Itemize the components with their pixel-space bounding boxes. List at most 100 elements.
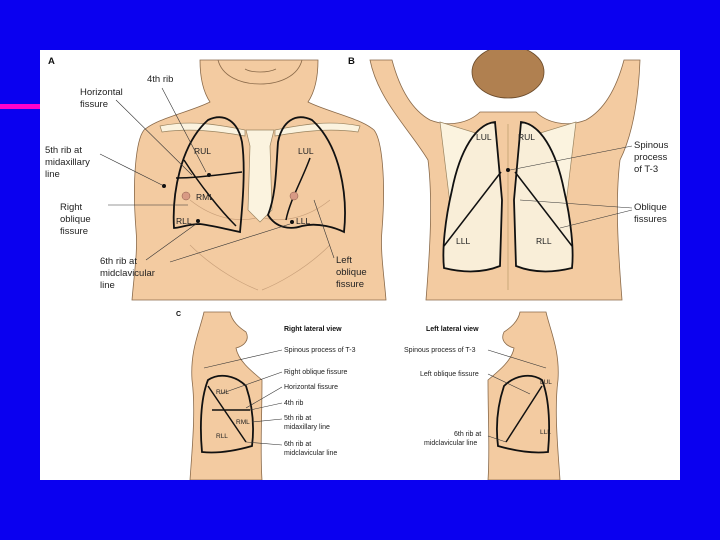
label-oblique-1: Oblique [634,202,667,213]
left-view-title: Left lateral view [426,326,479,333]
leader-rib6-l [169,223,291,263]
leader-c-rib5 [251,418,283,423]
left-lung-posterior [442,121,503,273]
label-spinous-1: Spinous [634,140,669,151]
right-lung-posterior [513,121,574,273]
label-rib5-1: 5th rib at [45,145,82,156]
label-left-oblique-3: fissure [336,279,364,290]
label-c-spinous: Spinous process of T-3 [284,347,356,354]
label-oblique-2: fissures [634,214,667,225]
lobe-rml-c: RML [236,419,250,426]
leader-oblique-1 [519,199,633,209]
lobe-rul-b: RUL [518,132,535,142]
leader-cl-rib6 [487,435,507,443]
left-oblique-fissure [285,157,311,221]
leader-cl-oblique [487,373,531,395]
rib-hint [189,199,257,220]
clavicle-right [159,122,246,137]
label-cl-rib6-1: 6th rib at [454,431,481,438]
leader-rib4 [161,87,207,173]
label-left-oblique-2: oblique [336,267,367,278]
leader-c-spinous [203,349,283,369]
label-right-oblique-3: fissure [60,226,88,237]
lobe-rml-a: RML [196,192,214,202]
left-nipple [289,191,299,201]
rib5-marker [162,184,166,188]
right-view-title: Right lateral view [284,326,342,333]
panel-a-letter: A [48,56,55,67]
label-c-rib6-2: midclavicular line [284,450,337,457]
leader-c-horizontal [245,386,283,409]
chin-outline [217,59,303,85]
label-horizontal-fissure-2: fissure [80,99,108,110]
lobe-lul-a: LUL [298,146,314,156]
label-c-horizontal: Horizontal fissure [284,384,338,391]
accent-bar [0,104,40,109]
panel-c: C RUL RML RLL Right lateral view Spinous… [176,311,561,480]
label-cl-left-oblique: Left oblique fissure [420,371,479,378]
left-lateral-oblique-fissure [505,385,543,443]
leader-cl-spinous [487,349,547,369]
posterior-oblique-fissure-left [443,171,502,247]
lobe-lll-a: LLL [296,216,310,226]
rib-hint [189,244,259,291]
label-c-rib4: 4th rib [284,400,304,407]
leader-rib5 [99,153,163,186]
left-lung-anterior [266,116,346,234]
lobe-lll-c: LLL [540,429,551,436]
label-c-rib5-1: 5th rib at [284,415,311,422]
leader-spinous [509,145,633,171]
label-rib4: 4th rib [147,74,173,85]
left-lung-lateral [496,374,551,454]
label-c-rib6-1: 6th rib at [284,441,311,448]
lobe-lul-b: LUL [476,132,492,142]
sternum [245,129,275,223]
lung-lobes-figure: A RUL RML RLL LUL LL [40,50,680,480]
right-lateral-torso [189,311,263,480]
rib-hint [263,199,331,220]
panel-b-letter: B [348,56,355,67]
rib6-right-marker [196,219,200,223]
figure-svg: A RUL RML RLL LUL LL [45,50,669,480]
label-rib6-1: 6th rib at [100,256,137,267]
label-cl-rib6-2: midclavicular line [424,440,477,447]
label-rib6-2: midclavicular [100,268,155,279]
rib6-left-marker [290,220,294,224]
panel-b: B LUL RUL LLL RLL Spinous process of T-3… [348,50,669,301]
lobe-lul-c: LUL [540,379,552,386]
label-spinous-2: process [634,152,668,163]
rib4-marker [207,173,211,177]
label-c-right-oblique: Right oblique fissure [284,369,348,376]
t3-marker [506,168,510,172]
label-right-oblique-2: oblique [60,214,91,225]
leader-c-rib4 [249,402,283,411]
label-c-rib5-2: midaxillary line [284,424,330,431]
panel-a: A RUL RML RLL LUL LL [45,56,387,301]
leader-horizontal [115,99,193,176]
left-lateral-torso [487,311,561,480]
panel-c-letter: C [176,311,181,318]
lobe-rul-c: RUL [216,389,229,396]
label-spinous-3: of T-3 [634,164,658,175]
lobe-lll-b: LLL [456,236,470,246]
leader-oblique-2 [559,209,633,229]
lobe-rll-c: RLL [216,433,228,440]
right-lung-anterior [172,116,245,234]
rib-hint [261,244,331,291]
clavicle-left [274,122,361,137]
label-rib6-3: line [100,280,115,291]
right-nipple [181,191,191,201]
posterior-oblique-fissure-right [514,171,573,247]
mouth-outline [244,68,277,73]
lobe-rll-b: RLL [536,236,552,246]
right-horizontal-fissure [175,171,243,179]
label-left-oblique-1: Left [336,255,352,266]
head-hair [471,50,545,99]
leader-left-oblique [313,199,335,259]
label-rib5-2: midaxillary [45,157,90,168]
lobe-rll-a: RLL [176,216,192,226]
leader-rib6-r [145,223,197,261]
right-lung-lateral [199,374,254,454]
right-lateral-oblique-fissure [207,385,247,443]
leader-c-oblique [219,371,283,395]
